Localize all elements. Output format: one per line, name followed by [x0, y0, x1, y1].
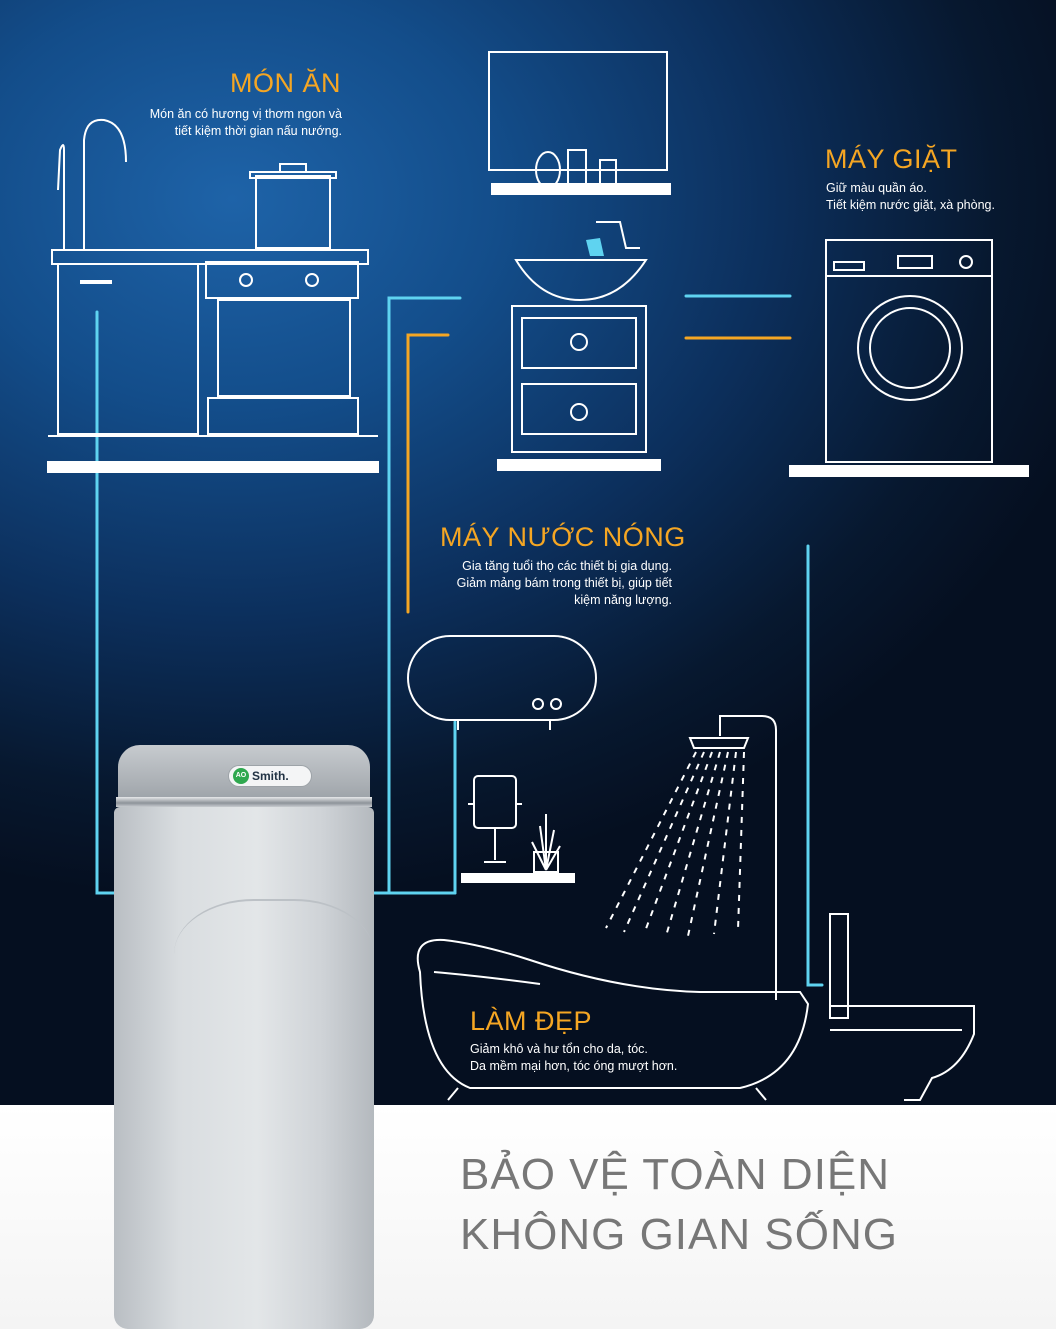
infographic-artwork: [47, 51, 1029, 1101]
pipe-toilet: [806, 544, 824, 987]
desc-line: kiệm năng lượng.: [574, 593, 672, 607]
mirror-icon: [461, 775, 575, 883]
product-body: [114, 807, 374, 1329]
shower-icon: [688, 715, 777, 1000]
pipe-orange-left: [406, 333, 450, 614]
shower-water: [605, 751, 745, 937]
water-pipes: [95, 294, 824, 987]
heading-lam-dep: LÀM ĐẸP: [470, 1006, 593, 1036]
bathroom-sink-icon: [488, 51, 671, 471]
water-heater-icon: [407, 635, 597, 730]
desc-lam-dep: Giảm khô và hư tổn cho da, tóc. Da mềm m…: [470, 1041, 677, 1075]
heading-may-giat: MÁY GIẶT: [825, 144, 958, 174]
desc-line: Giữ màu quần áo.: [826, 181, 927, 195]
desc-mon-an: Món ăn có hương vị thơm ngon và tiết kiệ…: [150, 106, 342, 140]
desc-line: Giảm khô và hư tổn cho da, tóc.: [470, 1042, 648, 1056]
toilet-icon: [829, 913, 975, 1101]
tagline: BẢO VỆ TOÀN DIỆN KHÔNG GIAN SỐNG: [460, 1145, 898, 1265]
product-lid: AO Smith.: [118, 745, 370, 803]
kitchen-icon: [47, 118, 379, 473]
desc-line: Gia tăng tuổi thọ các thiết bị gia dụng.: [462, 559, 672, 573]
tagline-line-2: KHÔNG GIAN SỐNG: [460, 1210, 898, 1259]
water-softener-product: AO Smith.: [108, 745, 380, 1329]
brand-logo-icon: AO: [233, 768, 249, 784]
tagline-line-1: BẢO VỆ TOÀN DIỆN: [460, 1150, 891, 1199]
heading-may-nuoc-nong: MÁY NƯỚC NÓNG: [440, 522, 686, 552]
desc-may-nuoc-nong: Gia tăng tuổi thọ các thiết bị gia dụng.…: [457, 558, 672, 609]
desc-line: Món ăn có hương vị thơm ngon và: [149, 107, 342, 121]
desc-line: Da mềm mại hơn, tóc óng mượt hơn.: [470, 1059, 678, 1073]
product-chrome-band: [116, 797, 372, 807]
desc-line: Giảm mảng bám trong thiết bị, giúp tiết: [456, 576, 672, 590]
brand-name: Smith.: [252, 769, 289, 783]
desc-may-giat: Giữ màu quần áo. Tiết kiệm nước giặt, xà…: [826, 180, 995, 214]
heading-mon-an: MÓN ĂN: [230, 68, 341, 98]
product-front-panel: [174, 899, 374, 991]
washing-machine-icon: [789, 239, 1029, 477]
desc-line: Tiết kiệm nước giặt, xà phòng.: [826, 198, 995, 212]
bathtub-icon: [416, 938, 810, 1101]
desc-line: tiết kiệm thời gian nấu nướng.: [174, 124, 342, 138]
plant-icon: [531, 814, 561, 873]
brand-logo: AO Smith.: [228, 765, 312, 787]
